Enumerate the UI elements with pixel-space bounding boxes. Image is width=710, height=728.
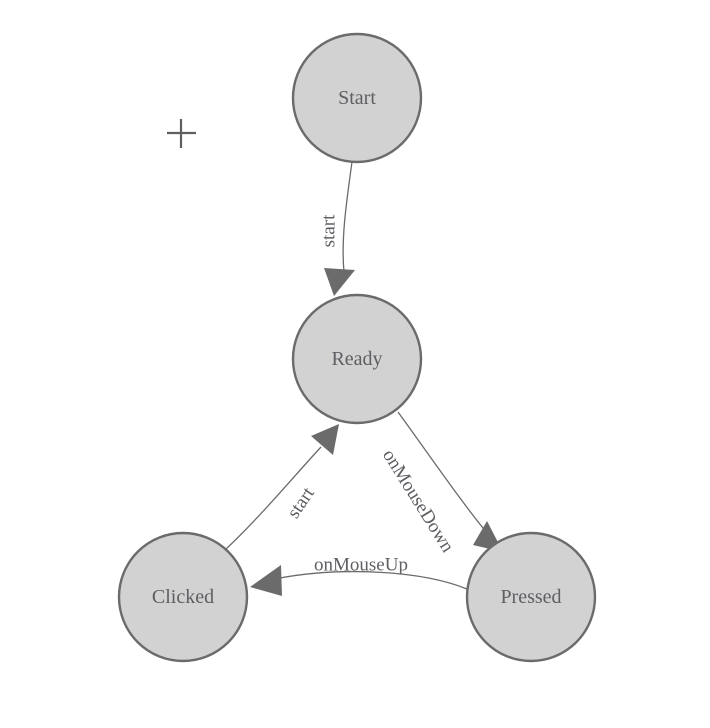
edge-line xyxy=(224,446,322,551)
edge-line xyxy=(279,571,468,590)
edge-label-start-to-ready: start xyxy=(319,214,340,247)
node-start[interactable]: Start xyxy=(291,32,423,164)
arrowhead-icon xyxy=(311,424,339,455)
edge-start-to-ready[interactable]: start xyxy=(319,161,356,296)
node-shape[interactable] xyxy=(291,293,423,425)
node-pressed[interactable]: Pressed xyxy=(465,531,597,663)
node-ready[interactable]: Ready xyxy=(291,293,423,425)
edge-line xyxy=(397,411,488,534)
node-shape[interactable] xyxy=(117,531,249,663)
edge-label-ready-to-pressed: onMouseDown xyxy=(378,446,458,557)
edge-line xyxy=(342,161,353,273)
node-shape[interactable] xyxy=(291,32,423,164)
node-shape[interactable] xyxy=(465,531,597,663)
edge-label-clicked-to-ready: start xyxy=(283,483,319,522)
arrowhead-icon xyxy=(324,268,355,296)
arrowhead-icon xyxy=(250,565,282,596)
edge-ready-to-pressed[interactable]: onMouseDown xyxy=(378,411,503,557)
crosshair-icon xyxy=(167,119,196,148)
node-clicked[interactable]: Clicked xyxy=(117,531,249,663)
edge-clicked-to-ready[interactable]: start xyxy=(224,424,339,551)
edge-pressed-to-clicked[interactable]: onMouseUp xyxy=(250,555,468,597)
